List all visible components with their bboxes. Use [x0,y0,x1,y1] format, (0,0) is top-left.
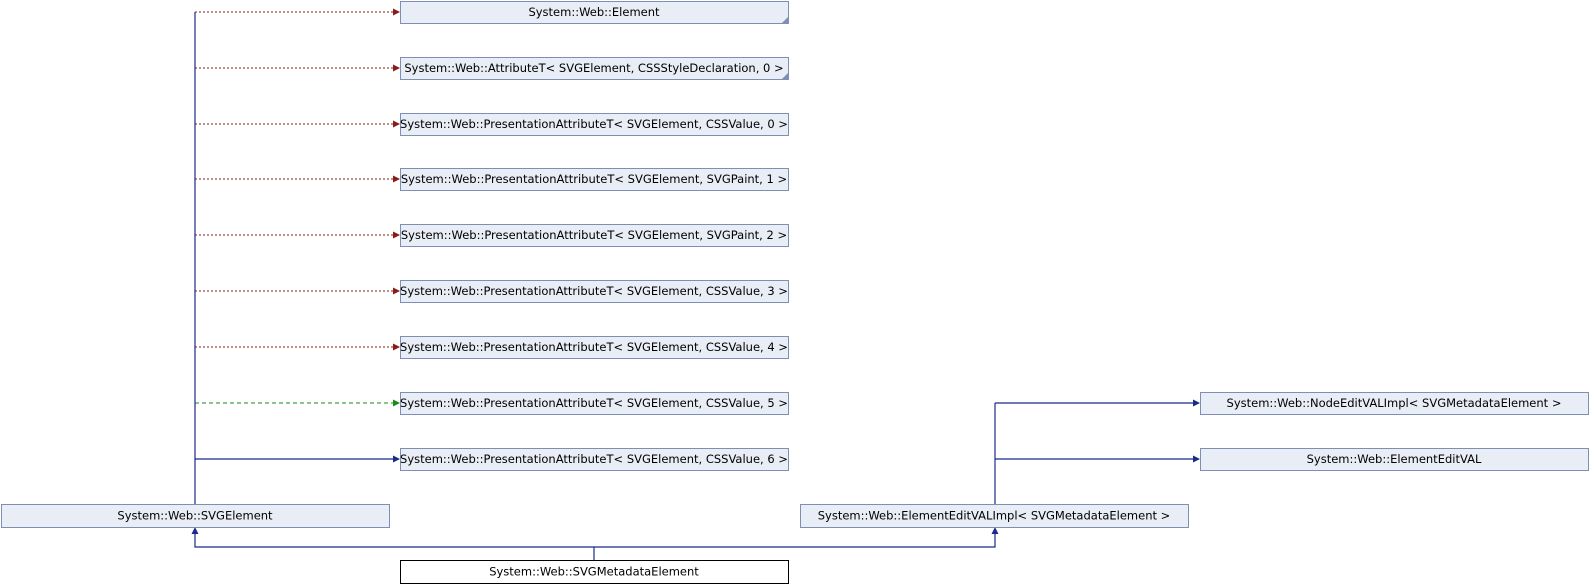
class-node-attr0[interactable]: System::Web::AttributeT< SVGElement, CSS… [400,57,789,80]
class-node-label: System::Web::SVGMetadataElement [489,565,699,579]
class-node-box [400,1,789,24]
truncated-corner-icon [782,17,788,23]
arrow-svgelement-to-pa1 [393,175,400,183]
class-node-label: System::Web::ElementEditVAL [1307,452,1482,466]
arrow-svgelement-to-attr0 [393,64,400,72]
arrow-svgelement-to-pa3 [393,287,400,295]
class-node-svgelement[interactable]: System::Web::SVGElement [1,504,390,528]
class-node-label: System::Web::PresentationAttributeT< SVG… [400,396,788,410]
class-node-metadata[interactable]: System::Web::SVGMetadataElement [400,560,789,584]
class-node-pa6[interactable]: System::Web::PresentationAttributeT< SVG… [400,448,789,471]
class-node-box [400,336,789,359]
class-node-label: System::Web::NodeEditVALImpl< SVGMetadat… [1227,396,1562,410]
arrow-metadata-to-svgelement [191,527,199,534]
arrow-elemeditimpl-to-nodeedit [1193,399,1200,407]
arrow-svgelement-to-pa5 [393,399,400,407]
class-node-label: System::Web::PresentationAttributeT< SVG… [400,452,788,466]
arrow-svgelement-to-pa0 [393,120,400,128]
class-node-pa0[interactable]: System::Web::PresentationAttributeT< SVG… [400,113,789,136]
arrow-metadata-to-elemeditimpl [991,527,999,534]
class-node-label: System::Web::PresentationAttributeT< SVG… [400,117,788,131]
class-node-label: System::Web::PresentationAttributeT< SVG… [400,340,788,354]
class-node-label: System::Web::ElementEditVALImpl< SVGMeta… [818,509,1171,523]
class-node-element[interactable]: System::Web::Element [400,1,789,24]
class-node-pa2[interactable]: System::Web::PresentationAttributeT< SVG… [400,224,789,247]
class-node-pa4[interactable]: System::Web::PresentationAttributeT< SVG… [400,336,789,359]
arrow-elemeditimpl-to-elemeditval [1193,455,1200,463]
class-node-label: System::Web::PresentationAttributeT< SVG… [400,284,788,298]
truncated-corner-icon [782,73,788,79]
class-node-elemeditval[interactable]: System::Web::ElementEditVAL [1200,448,1589,471]
class-node-label: System::Web::Element [528,5,660,19]
class-node-elemeditimpl[interactable]: System::Web::ElementEditVALImpl< SVGMeta… [800,504,1189,528]
class-node-nodeedit[interactable]: System::Web::NodeEditVALImpl< SVGMetadat… [1200,392,1589,415]
class-node-pa5[interactable]: System::Web::PresentationAttributeT< SVG… [400,392,789,415]
edge-metadata-to-elemeditimpl [594,534,996,548]
class-node-box [400,168,789,191]
arrow-svgelement-to-pa6 [393,455,400,463]
class-node-box [800,504,1189,528]
class-node-label: System::Web::PresentationAttributeT< SVG… [401,172,787,186]
class-node-box [1,504,390,528]
class-node-box [1200,448,1589,471]
class-node-box [400,224,789,247]
class-node-box [400,280,789,303]
arrow-svgelement-to-pa4 [393,343,400,351]
edges-layer [191,8,1200,560]
class-node-box [400,113,789,136]
class-node-box [400,392,789,415]
arrow-svgelement-to-pa2 [393,231,400,239]
class-node-box [1200,392,1589,415]
class-node-pa3[interactable]: System::Web::PresentationAttributeT< SVG… [400,280,789,303]
class-node-label: System::Web::AttributeT< SVGElement, CSS… [404,61,783,75]
class-node-box [400,448,789,471]
arrow-svgelement-to-element [393,8,400,16]
edge-metadata-to-svgelement [194,534,594,548]
class-node-pa1[interactable]: System::Web::PresentationAttributeT< SVG… [400,168,789,191]
class-node-box [400,57,789,80]
class-node-label: System::Web::SVGElement [117,509,273,523]
class-node-label: System::Web::PresentationAttributeT< SVG… [401,228,787,242]
